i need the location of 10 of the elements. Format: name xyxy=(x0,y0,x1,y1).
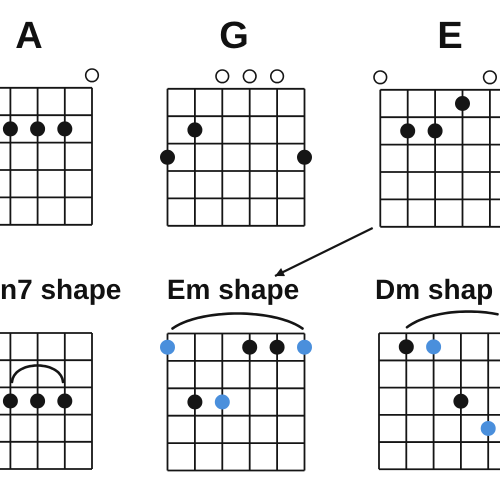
chord-title: G xyxy=(219,17,249,55)
chord-diagram xyxy=(375,276,500,470)
arrow xyxy=(274,227,374,277)
chord-title: Em shape xyxy=(166,276,300,304)
chord-title: E xyxy=(437,17,463,55)
chord-title: n7 shape xyxy=(0,276,122,304)
chord-title: Dm shap xyxy=(375,276,494,304)
chord-diagram xyxy=(160,276,312,471)
chord-diagram xyxy=(0,276,122,470)
chord-title: A xyxy=(15,17,43,55)
